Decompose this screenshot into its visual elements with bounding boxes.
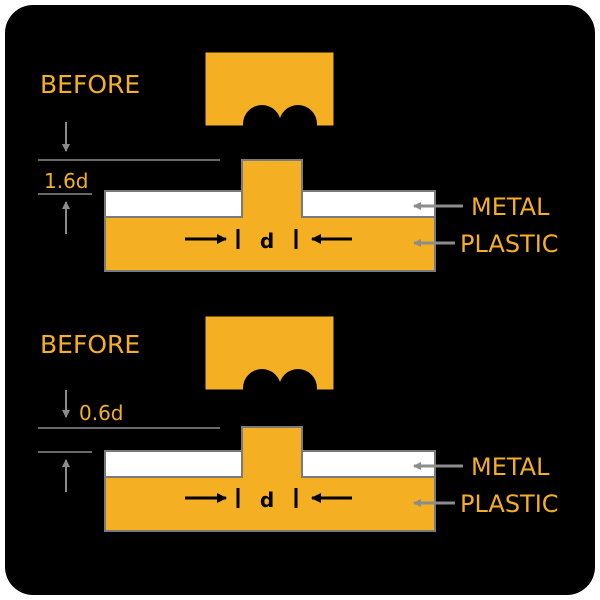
diagram-background bbox=[5, 5, 595, 595]
plastic-layer-1 bbox=[104, 159, 436, 272]
die-cavity-right-2 bbox=[279, 369, 317, 407]
panel-2: BEFORE d 0.6d METAL PLASTIC bbox=[38, 315, 559, 532]
before-label-1: BEFORE bbox=[40, 70, 140, 99]
height-label-2: 0.6d bbox=[79, 401, 124, 425]
plastic-layer-2 bbox=[104, 426, 436, 532]
die-cavity-right-1 bbox=[279, 105, 317, 143]
width-label-1: d bbox=[260, 229, 274, 253]
panel-1: BEFORE d 1.6d METAL PLASTIC bbox=[38, 51, 559, 272]
plastic-label-1: PLASTIC bbox=[460, 230, 559, 258]
die-cavity-left-1 bbox=[243, 105, 281, 143]
before-label-2: BEFORE bbox=[40, 330, 140, 359]
metal-label-2: METAL bbox=[471, 453, 550, 481]
die-cavity-left-2 bbox=[243, 369, 281, 407]
plastic-label-2: PLASTIC bbox=[460, 490, 559, 518]
height-label-1: 1.6d bbox=[44, 169, 89, 193]
metal-label-1: METAL bbox=[471, 193, 550, 221]
width-label-2: d bbox=[260, 488, 274, 512]
